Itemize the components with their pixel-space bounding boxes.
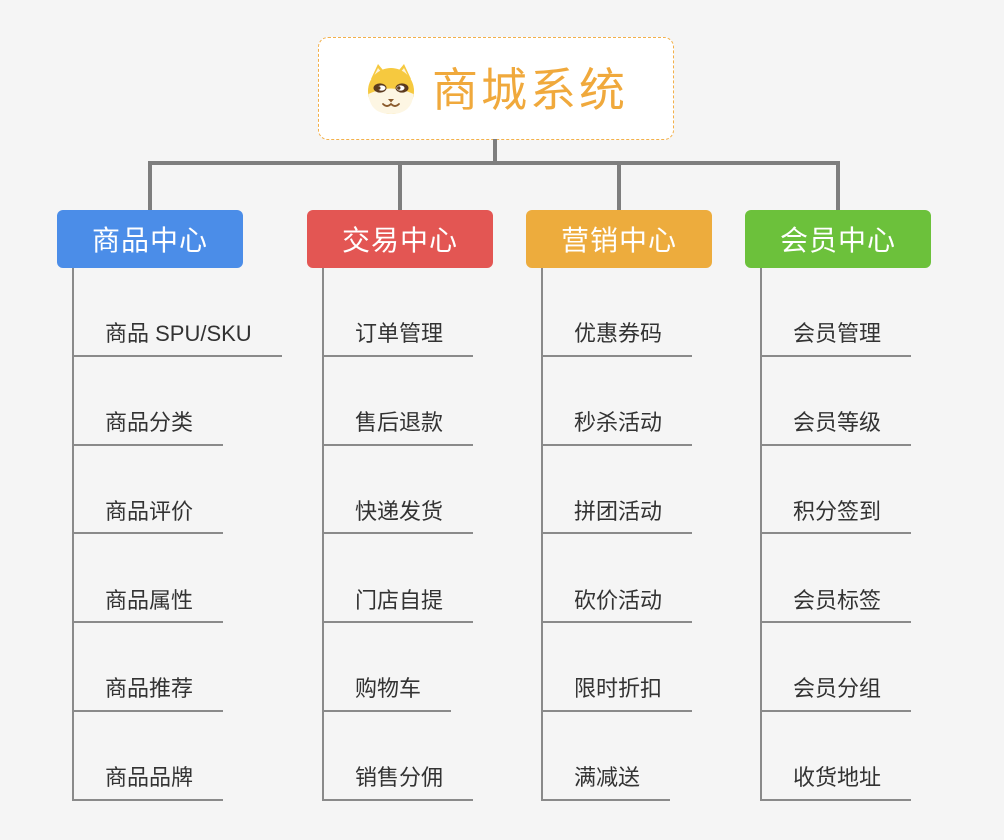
leaf-label: 拼团活动 [541,497,693,535]
connector-drop-member-center [836,163,840,210]
connector-drop-marketing-center [617,163,621,210]
leaf-label: 收货地址 [760,763,912,801]
root-title: 商城系统 [432,63,628,116]
leaf-node[interactable]: 会员标签 [760,534,912,624]
branch-node-product-center[interactable]: 商品中心 [57,210,243,268]
leaf-label: 满减送 [541,763,671,801]
leaf-label: 购物车 [322,674,452,712]
connector-drop-trade-center [398,163,402,210]
connector-rail [148,161,840,165]
branch-items-member-center: 会员管理 会员等级 积分签到 会员标签 会员分组 收货地址 [760,268,912,801]
leaf-node[interactable]: 商品分类 [72,357,282,446]
leaf-label: 订单管理 [322,319,474,357]
branch-items-trade-center: 订单管理 售后退款 快递发货 门店自提 购物车 销售分佣 [322,268,474,801]
leaf-label: 会员标签 [760,586,912,624]
leaf-node[interactable]: 积分签到 [760,446,912,535]
leaf-label: 快递发货 [322,497,474,535]
leaf-label: 砍价活动 [541,586,693,624]
leaf-node[interactable]: 商品属性 [72,534,282,624]
leaf-label: 会员管理 [760,319,912,357]
leaf-label: 商品评价 [72,497,224,535]
leaf-label: 门店自提 [322,586,474,624]
connector-drop-product-center [148,163,152,210]
leaf-node[interactable]: 购物车 [322,623,473,712]
leaf-label: 商品属性 [72,586,224,624]
branch-spine-product-center [72,268,74,801]
branch-items-product-center: 商品 SPU/SKU 商品分类 商品评价 商品属性 商品推荐 商品品牌 [72,268,282,801]
branch-node-trade-center[interactable]: 交易中心 [307,210,493,268]
leaf-node[interactable]: 会员分组 [760,623,912,712]
leaf-label: 会员等级 [760,408,912,446]
leaf-node[interactable]: 订单管理 [322,268,474,357]
leaf-label: 销售分佣 [322,763,474,801]
branch-node-marketing-center[interactable]: 营销中心 [526,210,712,268]
branch-spine-marketing-center [541,268,543,801]
branch-items-marketing-center: 优惠券码 秒杀活动 拼团活动 砍价活动 限时折扣 满减送 [541,268,693,801]
leaf-label: 商品 SPU/SKU [72,319,282,357]
leaf-label: 售后退款 [322,408,474,446]
leaf-node[interactable]: 商品 SPU/SKU [72,268,282,357]
leaf-node[interactable]: 快递发货 [322,446,474,535]
leaf-node[interactable]: 秒杀活动 [541,357,693,446]
connector-root-stem [493,139,497,165]
leaf-node[interactable]: 商品品牌 [72,712,282,801]
leaf-node[interactable]: 门店自提 [322,534,474,624]
leaf-node[interactable]: 会员等级 [760,357,912,446]
leaf-node[interactable]: 限时折扣 [541,623,693,712]
leaf-label: 限时折扣 [541,674,693,712]
leaf-label: 优惠券码 [541,319,693,357]
dog-icon [364,63,418,115]
leaf-node[interactable]: 售后退款 [322,357,474,446]
leaf-node[interactable]: 拼团活动 [541,446,693,535]
leaf-node[interactable]: 会员管理 [760,268,912,357]
leaf-label: 秒杀活动 [541,408,693,446]
leaf-node[interactable]: 销售分佣 [322,712,474,801]
leaf-node[interactable]: 优惠券码 [541,268,693,357]
branch-node-member-center[interactable]: 会员中心 [745,210,931,268]
leaf-label: 会员分组 [760,674,912,712]
leaf-node[interactable]: 商品评价 [72,446,282,535]
leaf-label: 积分签到 [760,497,912,535]
leaf-node[interactable]: 收货地址 [760,712,912,801]
leaf-label: 商品品牌 [72,763,224,801]
root-node[interactable]: 商城系统 [318,37,674,140]
leaf-node[interactable]: 砍价活动 [541,534,693,624]
leaf-node[interactable]: 满减送 [541,712,692,801]
leaf-label: 商品推荐 [72,674,224,712]
leaf-node[interactable]: 商品推荐 [72,623,282,712]
leaf-label: 商品分类 [72,408,224,446]
branch-spine-member-center [760,268,762,801]
branch-spine-trade-center [322,268,324,801]
